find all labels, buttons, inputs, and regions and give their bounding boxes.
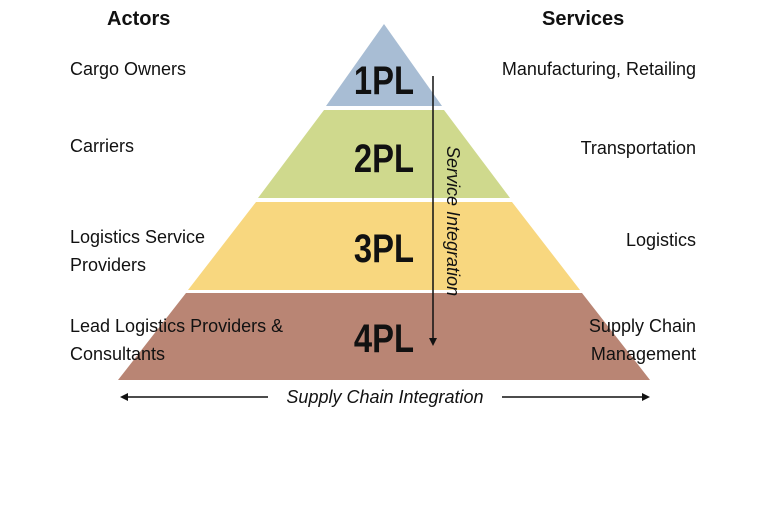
tier-2pl bbox=[258, 110, 510, 198]
supply-chain-integration-label: Supply Chain Integration bbox=[286, 387, 483, 407]
actors-header: Actors bbox=[107, 8, 171, 30]
service-4pl: Supply Chain Management bbox=[588, 316, 696, 364]
tier-4pl bbox=[118, 293, 650, 380]
tier-label-2pl: 2PL bbox=[354, 136, 414, 181]
tier-label-4pl: 4PL bbox=[354, 316, 414, 361]
services-header: Services bbox=[542, 8, 625, 30]
tier-label-1pl: 1PL bbox=[354, 58, 414, 103]
actor-2pl: Carriers bbox=[70, 136, 135, 156]
service-2pl: Transportation bbox=[580, 138, 696, 158]
actor-1pl: Cargo Owners bbox=[70, 59, 187, 79]
service-3pl: Logistics bbox=[625, 230, 696, 250]
tier-1pl bbox=[326, 24, 442, 106]
service-integration-label: Service Integration bbox=[443, 146, 463, 296]
tier-3pl bbox=[188, 202, 580, 290]
service-1pl: Manufacturing, Retailing bbox=[501, 59, 696, 79]
actor-4pl: Lead Logistics Providers & Consultants bbox=[70, 316, 284, 364]
tier-label-3pl: 3PL bbox=[354, 226, 414, 271]
actor-3pl: Logistics Service Providers bbox=[70, 227, 206, 275]
